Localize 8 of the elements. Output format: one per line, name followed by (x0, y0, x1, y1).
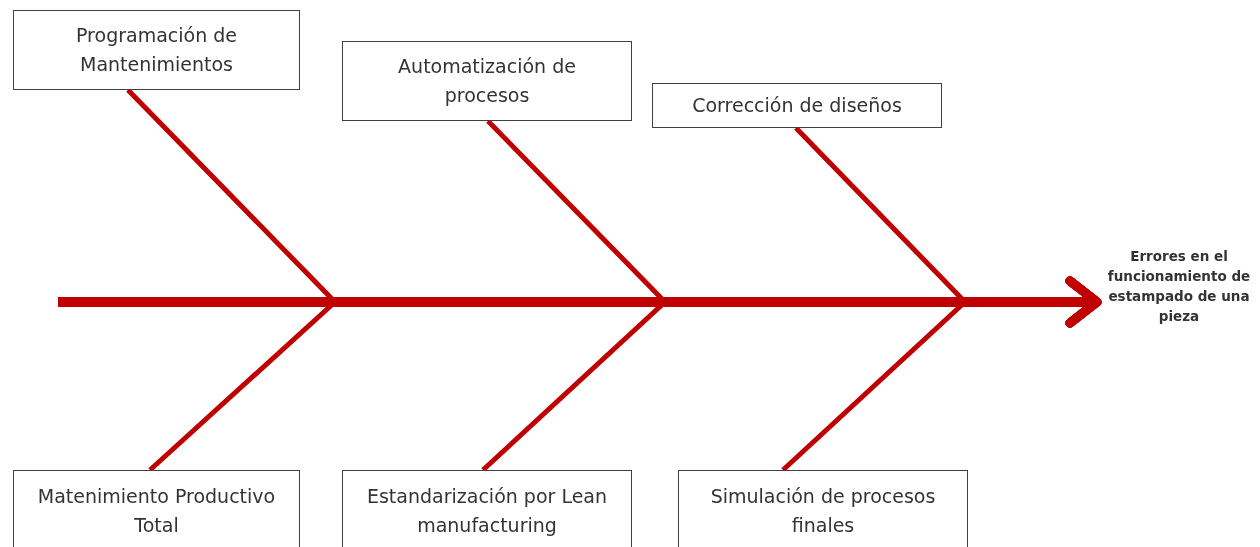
cause-box: Automatización de procesos (342, 41, 632, 121)
bone-arrow (781, 276, 1102, 472)
cause-box: Corrección de diseños (652, 83, 942, 128)
cause-box: Simulación de procesos finales (678, 470, 968, 547)
cause-box: Matenimiento Productivo Total (13, 470, 300, 547)
cause-box: Estandarización por Lean manufacturing (342, 470, 632, 547)
cause-box: Programación de Mantenimientos (13, 10, 300, 90)
effect-label: Errores en el funcionamiento de estampado de una pieza (1100, 240, 1258, 332)
